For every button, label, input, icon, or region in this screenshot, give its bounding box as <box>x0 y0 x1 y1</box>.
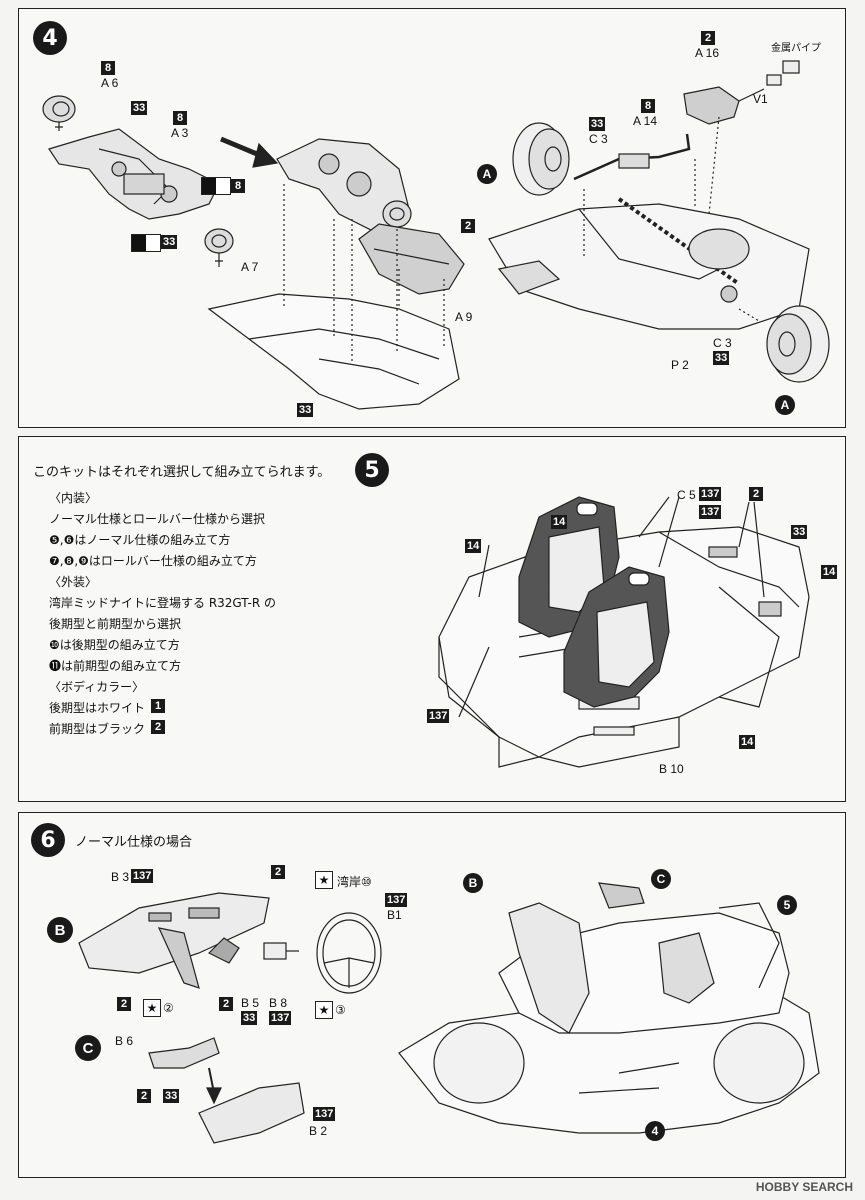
note-line: ⓫は前期型の組み立て方 <box>49 659 182 673</box>
ref-marker-4: 4 <box>645 1121 665 1141</box>
part-box-2: 2 <box>749 487 763 501</box>
part-box-14: 14 <box>465 539 482 553</box>
note-line: 〈外装〉 <box>49 575 98 589</box>
part-label-a7: A 7 <box>241 260 259 274</box>
part-label-b6: B 6 <box>115 1034 134 1048</box>
watermark: HOBBY SEARCH <box>755 1180 853 1194</box>
part-label-b8: B 8 <box>269 996 288 1010</box>
note-line: ❿は後期型の組み立て方 <box>49 638 180 652</box>
ref-marker-5: 5 <box>777 895 797 915</box>
note-line: 後期型と前期型から選択 <box>49 617 182 631</box>
part-box-33: 33 <box>161 235 178 249</box>
ref-marker-a: A <box>775 395 795 415</box>
star-icon: ★ <box>315 871 333 889</box>
part-box-33: 33 <box>713 351 730 365</box>
part-box-2: 2 <box>271 865 285 879</box>
part-label-b10: B 10 <box>659 762 684 776</box>
part-box-8: 8 <box>231 179 245 193</box>
selection-intro: このキットはそれぞれ選択して組み立てられます。 <box>33 465 331 480</box>
part-label-a16: A 16 <box>695 46 720 60</box>
part-box-33: 33 <box>589 117 606 131</box>
metal-pipe-label: 金属パイプ <box>771 43 821 54</box>
part-box-137: 137 <box>131 869 154 883</box>
part-box-33: 33 <box>297 403 314 417</box>
step-4-panel: 4 <box>18 8 846 428</box>
part-box-8: 8 <box>101 61 115 75</box>
part-label-c3: C 3 <box>589 132 608 146</box>
part-box-137: 137 <box>269 1011 292 1025</box>
part-box-8: 8 <box>173 111 187 125</box>
ref-marker-c: C <box>651 869 671 889</box>
part-box-14: 14 <box>551 515 568 529</box>
part-box-137: 137 <box>427 709 450 723</box>
part-label-c5: C 5 <box>677 488 696 502</box>
note-line: ❺,❻はノーマル仕様の組み立て方 <box>49 533 231 547</box>
note-line: ノーマル仕様とロールバー仕様から選択 <box>49 512 266 526</box>
part-label-p2: P 2 <box>671 358 689 372</box>
paint-mix-icon <box>131 234 161 252</box>
part-box-8: 8 <box>641 99 655 113</box>
step-4-illustration <box>42 60 830 410</box>
part-box-33: 33 <box>791 525 808 539</box>
part-label-a6: A 6 <box>101 76 119 90</box>
part-box-2: 2 <box>137 1089 151 1103</box>
decal-ref-3: ③ <box>335 1003 346 1017</box>
part-box-33: 33 <box>131 101 148 115</box>
part-box-2: 2 <box>117 997 131 1011</box>
part-box-137: 137 <box>385 893 408 907</box>
part-box-33: 33 <box>163 1089 180 1103</box>
ref-marker-b: B <box>47 917 73 943</box>
step-number: 4 <box>33 21 67 55</box>
part-label-b2: B 2 <box>309 1124 328 1138</box>
part-box-137: 137 <box>699 487 722 501</box>
note-line: 前期型はブラック <box>49 722 146 736</box>
ref-marker-c: C <box>75 1035 101 1061</box>
part-label-a3: A 3 <box>171 126 189 140</box>
step-heading: ノーマル仕様の場合 <box>75 835 193 850</box>
part-box-137: 137 <box>313 1107 336 1121</box>
star-icon: ★ <box>143 999 161 1017</box>
note-line: 〈ボディカラー〉 <box>49 680 145 694</box>
note-line: ❼,❽,❾はロールバー仕様の組み立て方 <box>49 554 257 568</box>
part-label-b1: B1 <box>387 908 402 922</box>
step-5-panel: このキットはそれぞれ選択して組み立てられます。 5 〈内装〉 ノーマル仕様とロー… <box>18 436 846 802</box>
note-line: 〈内装〉 <box>49 491 98 505</box>
decal-ref-2: ② <box>163 1001 174 1015</box>
ref-marker-a: A <box>477 164 497 184</box>
part-label-a14: A 14 <box>633 114 658 128</box>
color-box-black: 2 <box>151 720 165 734</box>
note-line: 湾岸ミッドナイトに登場する R32GT-R の <box>49 596 277 610</box>
step-5-illustration <box>438 496 810 768</box>
step-6-panel: 6 ノーマル仕様の場合 <box>18 812 846 1178</box>
part-box-2: 2 <box>461 219 475 233</box>
part-box-137: 137 <box>699 505 722 519</box>
ref-marker-b: B <box>463 873 483 893</box>
color-box-white: 1 <box>151 699 165 713</box>
paint-mix-icon <box>201 177 231 195</box>
part-box-14: 14 <box>821 565 838 579</box>
part-label-c3: C 3 <box>713 336 732 350</box>
part-label-v1: V1 <box>753 92 768 106</box>
part-box-14: 14 <box>739 735 756 749</box>
step-number: 6 <box>31 823 65 857</box>
part-label-a9: A 9 <box>455 310 473 324</box>
part-box-2: 2 <box>219 997 233 1011</box>
part-label-b5: B 5 <box>241 996 260 1010</box>
decal-ref-wangan: 湾岸⑩ <box>337 875 372 889</box>
step-6-illustration <box>78 882 820 1144</box>
star-icon: ★ <box>315 1001 333 1019</box>
step-number: 5 <box>355 453 389 487</box>
part-label-b3: B 3 <box>111 870 130 884</box>
note-line: 後期型はホワイト <box>49 701 146 715</box>
part-box-2: 2 <box>701 31 715 45</box>
part-box-33: 33 <box>241 1011 258 1025</box>
